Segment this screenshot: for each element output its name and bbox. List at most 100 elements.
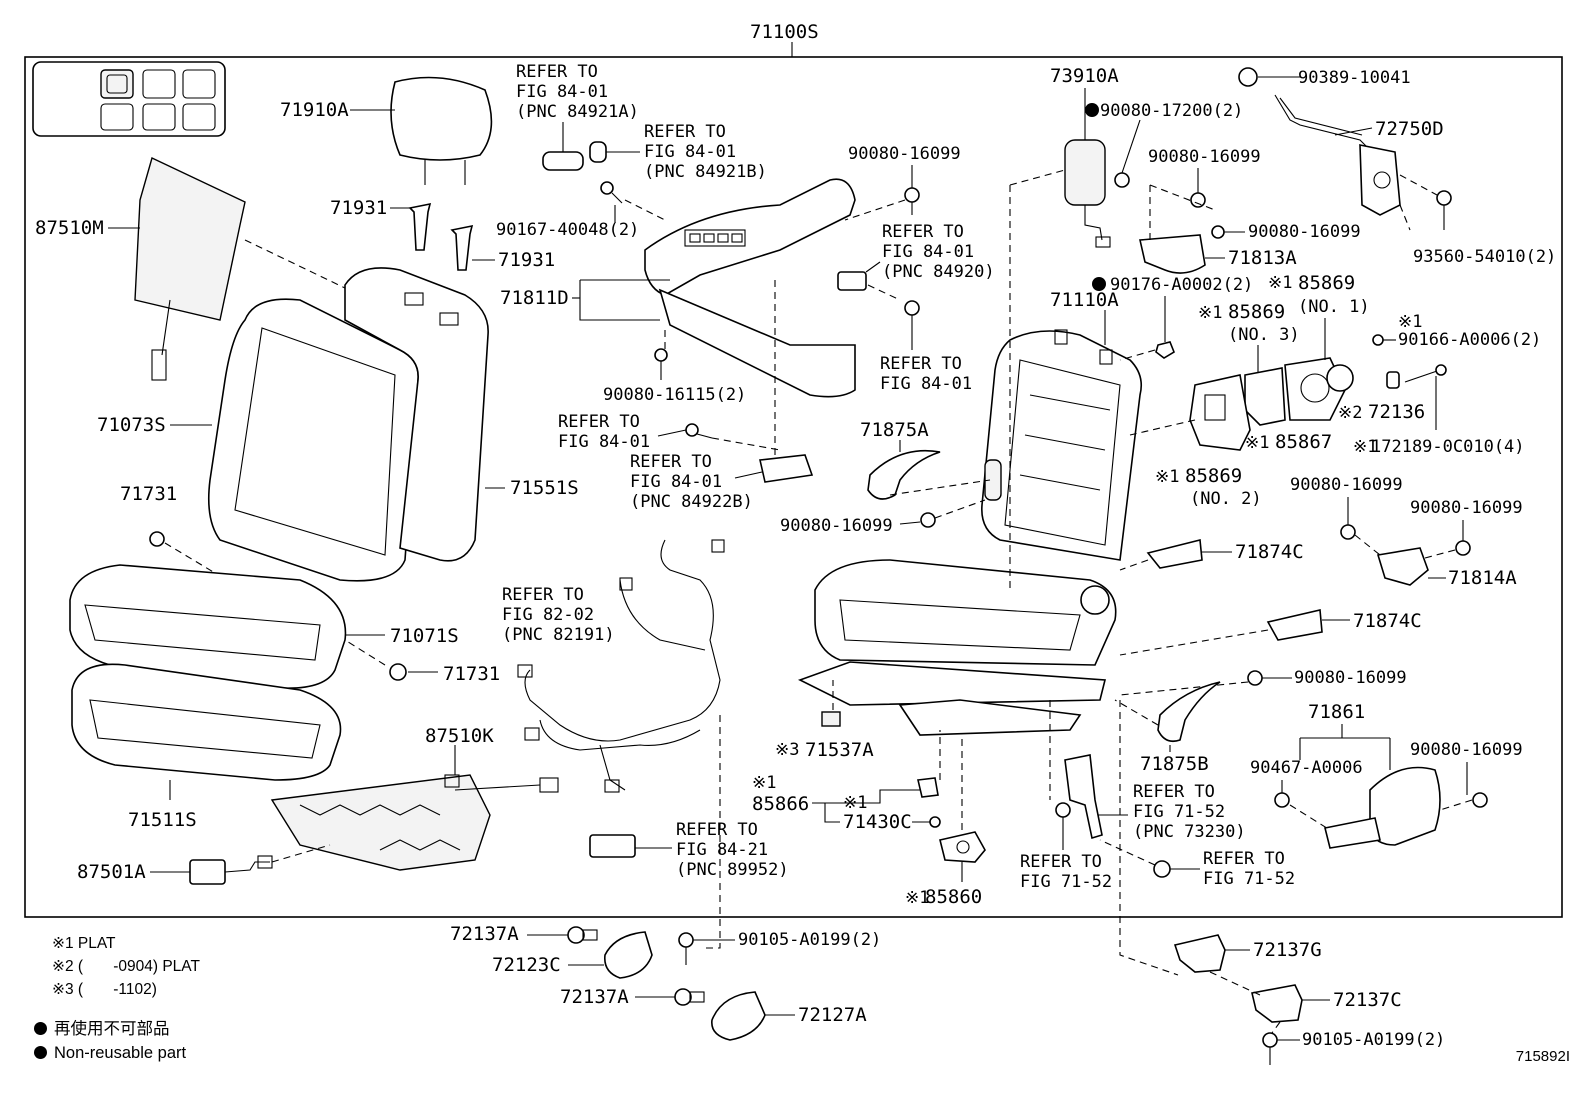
svg-text:(PNC 73230): (PNC 73230) xyxy=(1133,822,1246,842)
label-90080-16099-c: 90080-16099 xyxy=(1248,222,1361,242)
screw-90105-a xyxy=(678,932,694,965)
mark-72136: ※2 xyxy=(1338,403,1362,423)
refer-84-01-b: REFER TO FIG 84-01 xyxy=(558,412,650,452)
label-73910A: 73910A xyxy=(1050,65,1119,87)
label-71875B: 71875B xyxy=(1140,753,1209,775)
sensor-85866-part xyxy=(917,777,939,798)
label-71073S: 71073S xyxy=(97,414,166,436)
label-71071S: 71071S xyxy=(390,625,459,647)
label-87501A: 87501A xyxy=(77,861,146,883)
svg-text:FIG 71-52: FIG 71-52 xyxy=(1020,872,1112,892)
connector-89952-part xyxy=(589,834,636,858)
label-72137A-a: 72137A xyxy=(450,923,519,945)
label-90080-16099-f: 90080-16099 xyxy=(1410,498,1523,518)
clip-71430C-part xyxy=(929,816,941,828)
label-90080-16099-top: 90080-16099 xyxy=(848,144,961,164)
label-90167: 90167-40048(2) xyxy=(496,220,639,240)
svg-text:FIG 84-01: FIG 84-01 xyxy=(558,432,650,452)
label-90467: 90467-A0006 xyxy=(1250,758,1363,778)
legend-ja-row: 再使用不可部品 xyxy=(34,1017,186,1041)
label-71551S: 71551S xyxy=(510,477,579,499)
label-71511S: 71511S xyxy=(128,809,197,831)
seatback-cover-part xyxy=(207,298,419,582)
label-93560: 93560-54010(2) xyxy=(1413,247,1556,267)
non-reusable-legend: 再使用不可部品 Non-reusable part xyxy=(34,1017,186,1065)
nut-71-52 xyxy=(1153,860,1171,878)
legend: ※1 PLAT ※2 ( -0904) PLAT ※3 ( -1102) xyxy=(52,932,200,1001)
clip-72137A-a xyxy=(567,926,598,944)
label-85869-no2: 85869 xyxy=(1185,465,1242,487)
label-72136: 72136 xyxy=(1368,401,1425,423)
screw-71814A-b xyxy=(1455,540,1471,556)
screw-172189 xyxy=(1404,364,1447,383)
legend-ja: 再使用不可部品 xyxy=(54,1020,170,1038)
label-71875A: 71875A xyxy=(860,419,929,441)
seatback-rear-part xyxy=(344,267,489,562)
screw-93560 xyxy=(1436,190,1452,230)
label-90080-16099-e: 90080-16099 xyxy=(1290,475,1403,495)
bracket-72137G-part xyxy=(1173,934,1226,973)
refer-84922B: REFER TO FIG 84-01 (PNC 84922B) xyxy=(630,452,753,512)
screw-90080-16099-top xyxy=(904,187,920,215)
label-71931-lower: 71931 xyxy=(498,249,555,271)
refer-89952: REFER TO FIG 84-21 (PNC 89952) xyxy=(676,820,789,880)
seat-cushion-pad-part xyxy=(71,663,342,781)
svg-text:(PNC 89952): (PNC 89952) xyxy=(676,860,789,880)
legend-plat: ※1 PLAT xyxy=(52,935,116,952)
washer-part xyxy=(1055,802,1071,818)
screw-90166 xyxy=(1372,334,1384,346)
side-shield-part xyxy=(644,178,856,398)
buckle-part xyxy=(1064,754,1103,840)
svg-text:FIG 84-01: FIG 84-01 xyxy=(630,472,722,492)
cover-71874C-a-part xyxy=(1146,538,1203,569)
lever-71875A-part xyxy=(867,449,941,500)
mark-90166: ※1 xyxy=(1398,312,1422,332)
diagram-frame xyxy=(24,56,1563,918)
label-87510K: 87510K xyxy=(425,725,494,747)
label-71731-upper: 71731 xyxy=(120,483,177,505)
nut-90176-mark xyxy=(1092,277,1106,291)
label-71874C-b: 71874C xyxy=(1353,610,1422,632)
svg-text:FIG 71-52: FIG 71-52 xyxy=(1203,869,1295,889)
mark-85866: ※1 xyxy=(752,773,776,793)
svg-text:(PNC 84921B): (PNC 84921B) xyxy=(644,162,767,182)
label-90105-a: 90105-A0199(2) xyxy=(738,930,881,950)
label-85869-no1-sub: (NO. 1) xyxy=(1298,297,1370,317)
mark-85869-no2: ※1 xyxy=(1155,467,1179,487)
screw-71813A xyxy=(1190,192,1206,208)
screw-90167-part xyxy=(600,181,623,204)
label-72127A: 72127A xyxy=(798,1004,867,1026)
label-90080-16099-d: 90080-16099 xyxy=(780,516,893,536)
seat-cushion-cover-part xyxy=(69,564,347,689)
svg-text:FIG 84-21: FIG 84-21 xyxy=(676,840,768,860)
cover-72127A-part xyxy=(711,991,766,1041)
headrest-part xyxy=(390,76,493,185)
label-71861: 71861 xyxy=(1308,701,1365,723)
screw-71813A-b xyxy=(1211,225,1225,239)
label-72123C: 72123C xyxy=(492,954,561,976)
label-87510M: 87510M xyxy=(35,217,104,239)
legend-1102: ※3 ( -1102) xyxy=(52,981,157,998)
svg-text:REFER TO: REFER TO xyxy=(1133,782,1215,802)
clip-71731-upper xyxy=(149,531,165,547)
label-71731-lower: 71731 xyxy=(443,663,500,685)
svg-text:(PNC 84921A): (PNC 84921A) xyxy=(516,102,639,122)
svg-text:FIG 71-52: FIG 71-52 xyxy=(1133,802,1225,822)
module-part xyxy=(759,454,814,483)
label-72137G: 72137G xyxy=(1253,939,1322,961)
knob-71861-part xyxy=(1324,766,1441,849)
non-reusable-dot-icon xyxy=(34,1022,47,1035)
refer-84921A: REFER TO FIG 84-01 (PNC 84921A) xyxy=(516,62,639,122)
screw-90080-16099-g xyxy=(1247,670,1263,686)
ecu-85860-part xyxy=(939,831,986,863)
label-90080-16099-g: 90080-16099 xyxy=(1294,668,1407,688)
cover-71874C-b-part xyxy=(1266,609,1323,641)
seatback-heater-part xyxy=(134,157,246,381)
svg-text:REFER TO: REFER TO xyxy=(1203,849,1285,869)
svg-text:(PNC 84920): (PNC 84920) xyxy=(882,262,995,282)
screw-right-shield xyxy=(904,300,920,330)
headrest-support-part xyxy=(408,202,474,271)
refer-82191: REFER TO FIG 82-02 (PNC 82191) xyxy=(502,585,615,645)
screw-90105-b xyxy=(1262,1032,1278,1065)
